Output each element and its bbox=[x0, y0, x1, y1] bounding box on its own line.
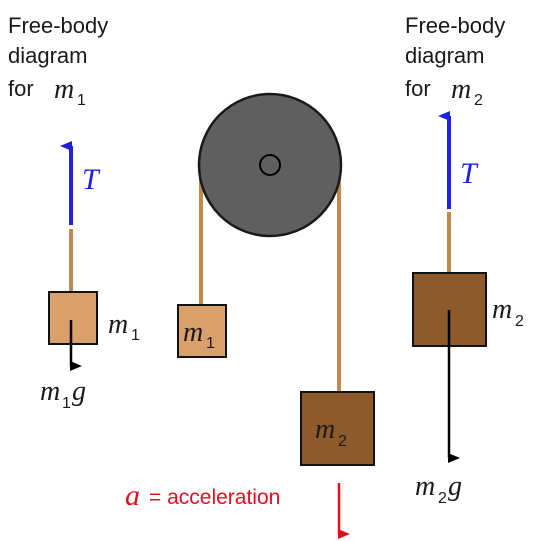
left-caption-mass-sub: 1 bbox=[77, 92, 86, 109]
left-caption-line2: diagram bbox=[8, 43, 87, 68]
right-caption-line3: for bbox=[405, 76, 431, 101]
weight-label-m1-symbol: m bbox=[40, 376, 60, 407]
left-free-body-diagram: T m 1 m 1 g bbox=[40, 141, 140, 412]
tension-label-left: T bbox=[82, 163, 101, 196]
block-m2-label-symbol: m bbox=[315, 414, 335, 445]
pulley-axle bbox=[259, 154, 281, 176]
right-caption-line1: Free-body bbox=[405, 13, 505, 38]
weight-label-m2-sub: 2 bbox=[438, 490, 447, 507]
block-m1-label-symbol: m bbox=[183, 317, 203, 348]
right-caption-mass-sub: 2 bbox=[474, 92, 483, 109]
weight-label-m1-sub: 1 bbox=[62, 395, 71, 412]
right-caption-line2: diagram bbox=[405, 43, 484, 68]
acceleration-note: a = acceleration bbox=[125, 479, 350, 539]
right-free-body-diagram: T m 2 m 2 g bbox=[412, 111, 524, 507]
weight-label-m2-g: g bbox=[448, 471, 462, 502]
right-caption-mass-symbol: m bbox=[451, 74, 471, 105]
right-fbd-caption: Free-body diagram for m 2 bbox=[405, 13, 505, 109]
hanging-block-m2 bbox=[300, 391, 375, 466]
weight-label-m1-g: g bbox=[72, 376, 86, 407]
left-caption-mass-symbol: m bbox=[54, 74, 74, 105]
fbd-block-m1 bbox=[48, 291, 98, 345]
acceleration-text: = acceleration bbox=[149, 486, 280, 509]
acceleration-symbol: a bbox=[125, 479, 140, 512]
weight-label-m2-symbol: m bbox=[415, 471, 435, 502]
fbd-m1-label-sub: 1 bbox=[131, 327, 140, 344]
left-caption-line3: for bbox=[8, 76, 34, 101]
left-caption-line1: Free-body bbox=[8, 13, 108, 38]
pulley-system: m 1 m 2 bbox=[177, 92, 375, 466]
fbd-m1-label-symbol: m bbox=[108, 309, 128, 340]
tension-label-right: T bbox=[460, 157, 479, 190]
fbd-m2-label-sub: 2 bbox=[515, 313, 524, 330]
block-m1-label-sub: 1 bbox=[206, 335, 215, 352]
left-fbd-caption: Free-body diagram for m 1 bbox=[8, 13, 108, 109]
block-m2-label-sub: 2 bbox=[338, 433, 347, 450]
hanging-block-m1 bbox=[177, 304, 227, 358]
fbd-m2-label-symbol: m bbox=[492, 294, 512, 325]
